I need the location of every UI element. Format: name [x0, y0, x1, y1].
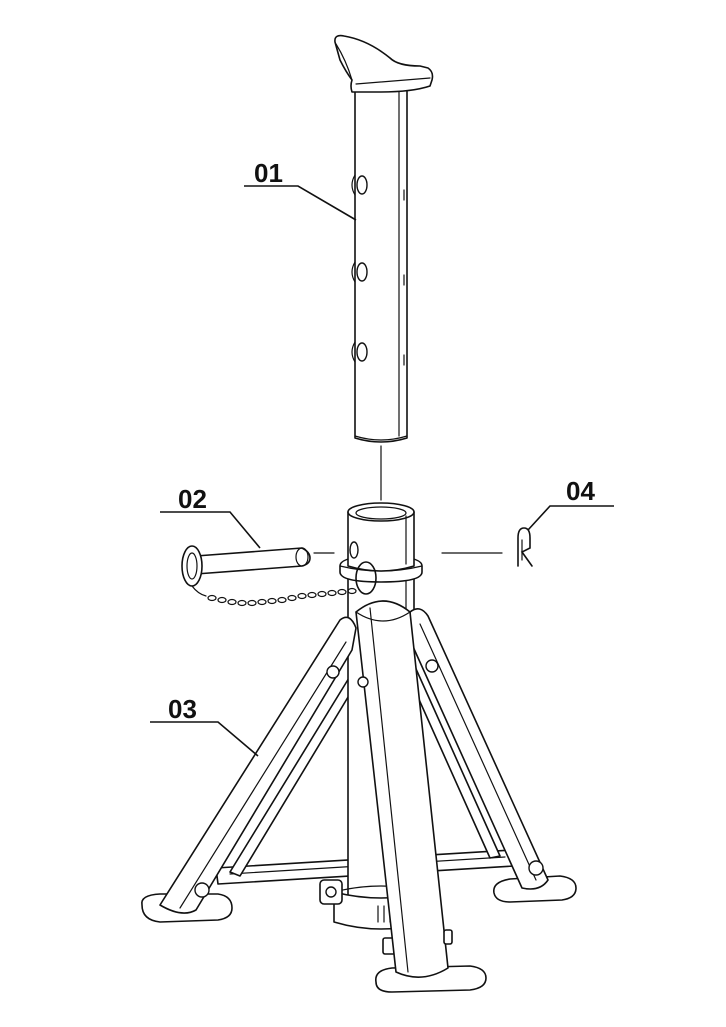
- column-hole-3: [356, 342, 368, 362]
- r-clip: [441, 527, 533, 567]
- column-hole-1: [356, 175, 368, 195]
- base-tube-opening: [347, 502, 415, 522]
- callout-label-01: 01: [254, 158, 283, 188]
- callout-label-04: 04: [566, 476, 595, 506]
- pin-shaft: [195, 547, 311, 575]
- callout-label-03: 03: [168, 694, 197, 724]
- callout-01: 01: [244, 158, 357, 221]
- tripod-base: [141, 502, 577, 993]
- callout-label-02: 02: [178, 484, 207, 514]
- leg-left-rivet-top: [326, 665, 340, 679]
- callout-04: 04: [527, 476, 614, 531]
- leg-right-rivet-bottom: [528, 860, 544, 876]
- callout-03: 03: [150, 694, 259, 757]
- pin-chain: [191, 585, 357, 607]
- extension-column: [334, 34, 434, 443]
- leg-front-rivet: [357, 676, 369, 688]
- pin-ring: [181, 545, 203, 587]
- leg-left: [159, 616, 357, 914]
- callout-02: 02: [160, 484, 261, 549]
- leg-left-rivet-bottom: [194, 882, 210, 898]
- locking-pin-with-chain: [181, 545, 357, 607]
- leg-right-rivet-top: [425, 659, 439, 673]
- column-hole-2: [356, 262, 368, 282]
- base-tube-top: [347, 511, 415, 572]
